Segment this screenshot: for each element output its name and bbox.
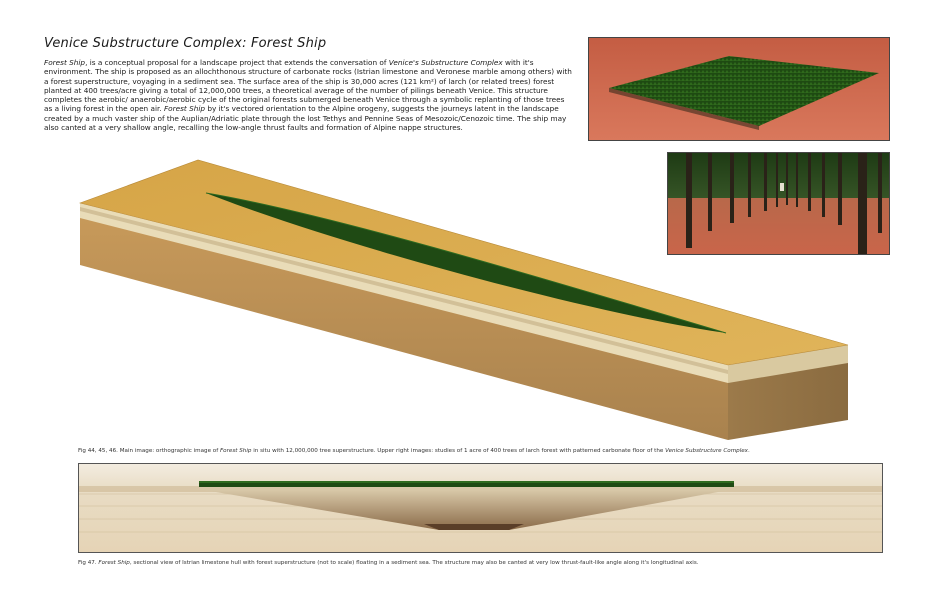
body-text-2: with it's environment. The ship is propo…	[44, 58, 572, 114]
caption2-italic-a: Forest Ship	[98, 560, 130, 566]
body-italic-3: Forest Ship	[163, 104, 206, 114]
body-paragraph: Forest Ship, is a conceptual proposal fo…	[44, 58, 574, 132]
caption1-italic-a: Forest Ship	[219, 448, 252, 454]
figure-sectional-view	[78, 463, 883, 553]
caption1-italic-b: Venice Substructure Complex	[665, 448, 748, 454]
forest-grid-illustration	[589, 38, 889, 140]
caption1-text-b: in situ with 12,000,000 tree superstruct…	[251, 448, 666, 454]
caption2-text-a: Fig 47.	[78, 560, 99, 566]
caption2-text-b: , sectional view of Istrian limestone hu…	[129, 560, 699, 566]
forest-ship-block-illustration	[78, 159, 849, 440]
sectional-view-illustration	[79, 464, 882, 552]
body-text-1: , is a conceptual proposal for a landsca…	[85, 58, 389, 67]
figure-forest-grid-render	[588, 37, 890, 141]
body-text-3: by it's vectored orientation to the Alpi…	[44, 104, 567, 133]
page-title: Venice Substructure Complex: Forest Ship	[44, 36, 327, 51]
forest-interior-illustration	[668, 153, 889, 254]
caption1-text-c: .	[748, 448, 750, 454]
figure-main-orthographic	[78, 155, 890, 445]
figure-forest-interior-render	[667, 152, 890, 255]
caption1-text-a: Fig 44, 45, 46. Main image: orthographic…	[78, 448, 220, 454]
caption-main-figures: Fig 44, 45, 46. Main image: orthographic…	[78, 448, 890, 454]
body-italic-2: Venice's Substructure Complex	[388, 58, 503, 67]
caption-section-figure: Fig 47. Forest Ship, sectional view of I…	[78, 560, 890, 566]
body-italic-1: Forest Ship	[44, 58, 86, 67]
